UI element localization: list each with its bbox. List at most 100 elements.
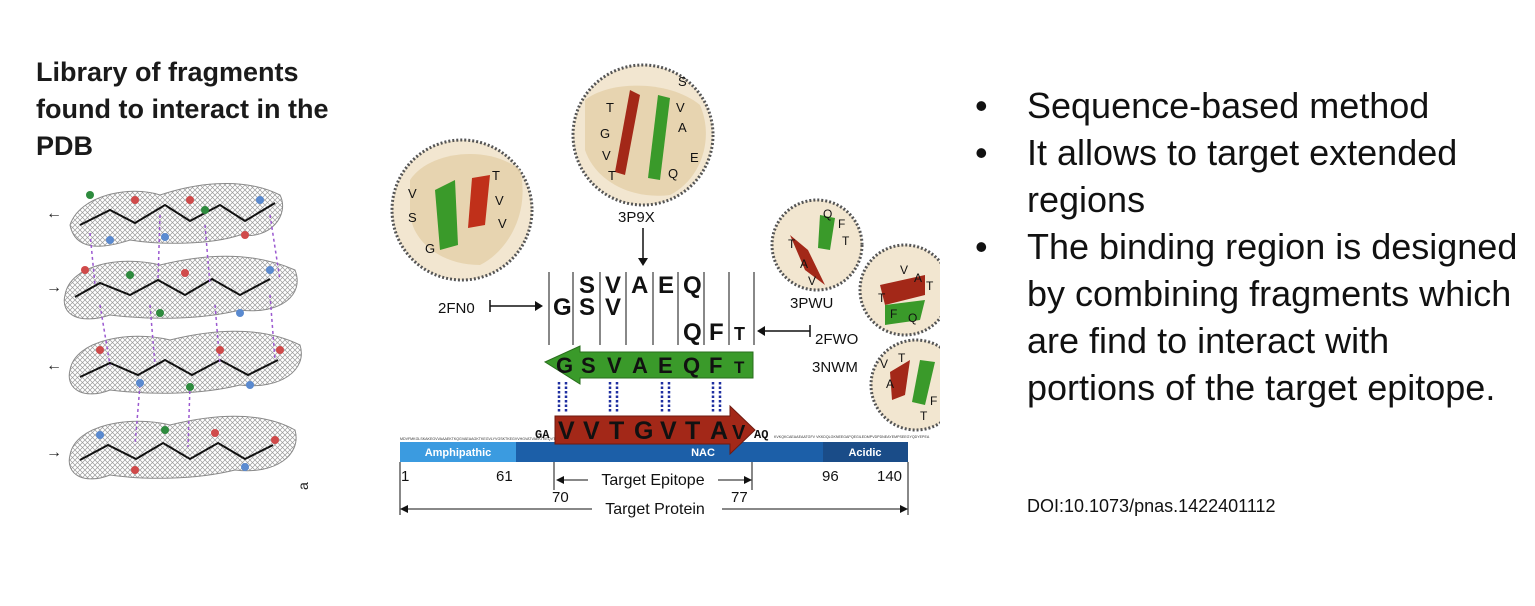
green-arrow-residue: T <box>734 358 745 377</box>
protein-sequence-right: KVKQKCAEAAEAATGFV VKKDQLGKNEEGAPQEGILEDM… <box>774 435 930 439</box>
svg-text:V: V <box>495 193 504 208</box>
svg-text:T: T <box>898 351 906 365</box>
svg-text:T: T <box>926 279 934 293</box>
bullet-text: The binding region is designed by combin… <box>1027 226 1518 408</box>
svg-text:Q: Q <box>823 207 832 221</box>
epitope-design-diagram: T G V T S V A E Q 3P9X V S G T V V 2FN0 … <box>390 63 940 518</box>
upper-strip-residue: V <box>605 272 621 299</box>
svg-text:Q: Q <box>668 166 678 181</box>
acidic-label: Acidic <box>848 447 881 459</box>
red-arrow-residue: V <box>583 417 600 445</box>
red-arrow-residue: T <box>609 417 624 445</box>
lower-strip-residue: Q <box>683 319 702 346</box>
bullet-symbol: • <box>975 85 988 126</box>
nac-label: NAC <box>691 447 715 459</box>
amphipathic-label: Amphipathic <box>425 447 492 459</box>
svg-text:T: T <box>608 168 616 183</box>
green-arrow-residue: Q <box>683 353 700 378</box>
green-arrow-residue: V <box>607 353 622 378</box>
svg-text:A: A <box>800 257 808 271</box>
structure-2fn0-circle: V S G T V V <box>390 138 534 282</box>
svg-text:T: T <box>878 291 886 305</box>
structure-label-3p9x: 3P9X <box>618 209 655 226</box>
lower-strip-residue: V <box>605 294 621 321</box>
green-arrow-residue: E <box>658 353 673 378</box>
sequence-left-end: GA <box>535 428 550 442</box>
direction-arrow-left: ← <box>46 205 62 222</box>
hydrogen-bond-links <box>557 382 722 413</box>
protein-sequence-left: MDVFMKGLSKAKEGVVAAAEKTKQGVAEAAGKTKEGVLYV… <box>400 437 581 441</box>
svg-text:G: G <box>425 241 435 256</box>
structure-2fwo-circle: V A T T F Q <box>858 243 940 337</box>
svg-text:V: V <box>602 148 611 163</box>
svg-text:T: T <box>788 237 796 251</box>
bullet-symbol: • <box>975 226 988 267</box>
position-96: 96 <box>822 468 839 485</box>
position-77: 77 <box>731 489 748 506</box>
bullet-item: • Sequence-based method <box>975 82 1520 129</box>
position-1: 1 <box>401 468 409 485</box>
fragment-density-mesh-image: ← → ← → <box>46 182 311 490</box>
bullet-list: • Sequence-based method • It allows to tar… <box>975 82 1520 411</box>
upper-strip-residue: Q <box>683 272 702 299</box>
library-title: Library of fragments found to interact i… <box>36 57 329 161</box>
svg-text:V: V <box>498 216 507 231</box>
target-epitope-label: Target Epitope <box>601 472 704 489</box>
sequence-right-end: AQ <box>754 428 768 442</box>
svg-text:T: T <box>842 234 850 248</box>
svg-text:A: A <box>914 271 922 285</box>
svg-text:F: F <box>838 217 845 231</box>
amphipathic-domain-bar <box>400 442 516 462</box>
green-arrow-residue: G <box>556 353 573 378</box>
lower-strip-residue: F <box>709 319 724 346</box>
doi-reference: DOI:10.1073/pnas.1422401112 <box>1027 496 1276 516</box>
red-arrow-residue: V <box>660 417 677 445</box>
svg-text:S: S <box>408 210 417 225</box>
svg-text:F: F <box>890 307 897 321</box>
nac-domain-bar <box>400 442 908 462</box>
bullet-text: It allows to target extended regions <box>1027 132 1458 220</box>
red-arrow-residue: G <box>634 417 653 445</box>
svg-text:Q: Q <box>908 311 917 325</box>
red-arrow-residue: T <box>685 417 700 445</box>
position-61: 61 <box>496 468 513 485</box>
svg-text:T: T <box>606 100 614 115</box>
fragment-grid <box>548 272 755 345</box>
red-arrow-residue: V <box>558 417 575 445</box>
lower-strip-residue: T <box>734 324 745 344</box>
svg-text:V: V <box>880 357 888 371</box>
green-arrow-residue: S <box>581 353 596 378</box>
upper-strip-residue: A <box>631 272 648 299</box>
direction-arrow-left: ← <box>46 357 62 374</box>
red-arrow-residue: A <box>710 417 728 445</box>
structure-label-3pwu: 3PWU <box>790 295 833 312</box>
structure-3nwm-circle: V A T Q F T <box>869 338 940 432</box>
svg-text:A: A <box>886 377 894 391</box>
target-protein-label: Target Protein <box>605 501 705 518</box>
svg-text:T: T <box>492 168 500 183</box>
svg-text:F: F <box>930 394 937 408</box>
structure-label-2fwo: 2FWO <box>815 331 858 348</box>
bullet-symbol: • <box>975 132 988 173</box>
structure-label-2fn0: 2FN0 <box>438 300 475 317</box>
svg-text:A: A <box>678 120 687 135</box>
svg-text:V: V <box>408 186 417 201</box>
svg-text:V: V <box>900 263 908 277</box>
svg-text:T: T <box>920 409 928 423</box>
svg-text:V: V <box>808 274 816 288</box>
bullet-item: • It allows to target extended regions <box>975 129 1520 223</box>
direction-arrow-right: → <box>46 444 62 461</box>
lower-strip-residue: S <box>579 294 595 321</box>
bullet-text: Sequence-based method <box>1027 85 1430 126</box>
structure-3p9x-circle: T G V T S V A E Q <box>571 63 715 207</box>
svg-text:G: G <box>600 126 610 141</box>
acidic-domain-bar <box>823 442 908 462</box>
direction-arrow-right: → <box>46 279 62 296</box>
panel-label: a <box>295 482 311 490</box>
red-target-epitope-arrow: V V T G V T A V <box>554 404 756 456</box>
bullet-item: • The binding region is designed by combi… <box>975 223 1520 411</box>
svg-text:V: V <box>676 100 685 115</box>
svg-text:S: S <box>678 74 687 89</box>
position-70: 70 <box>552 489 569 506</box>
green-designed-arrow: G S V A E Q F T <box>543 345 754 385</box>
